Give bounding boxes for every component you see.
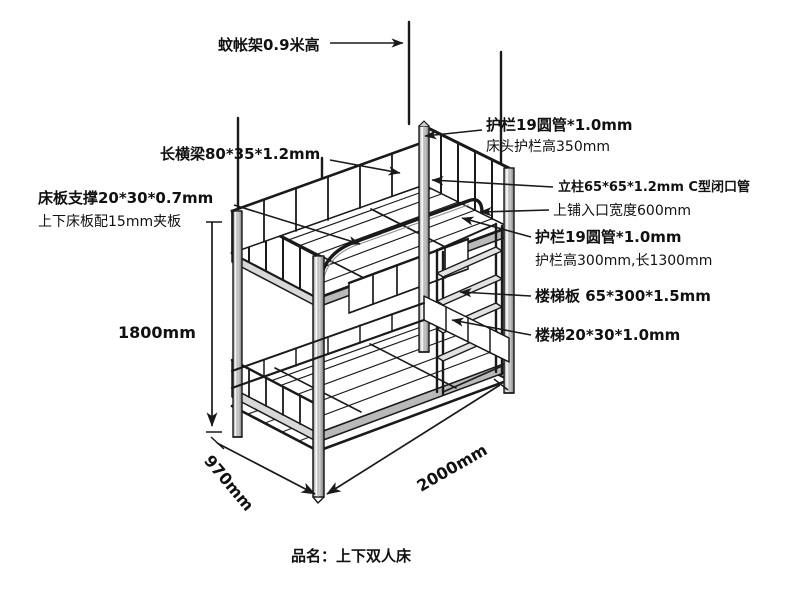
lower-bunk-right-end-panel — [423, 295, 510, 363]
label-long-beam: 长横梁80*35*1.2mm — [160, 145, 321, 163]
bed-frame — [230, 20, 515, 504]
lower-bunk-back-rail — [230, 302, 426, 390]
leader-entry-width — [479, 207, 550, 217]
leader-ladder-plate — [459, 288, 532, 298]
dimension-width-970 — [210, 436, 316, 495]
leader-bed-board-support — [233, 204, 361, 246]
leader-side-guardrail — [461, 216, 532, 238]
label-ladder-tube: 楼梯20*30*1.0mm — [535, 326, 681, 344]
dimension-height-1800 — [206, 221, 222, 433]
bed-feet — [232, 351, 515, 438]
leader-post — [431, 176, 554, 188]
label-plywood-board: 上下床板配15mm夹板 — [38, 214, 182, 230]
label-mosquito-net-frame: 蚊帐架0.9米高 — [218, 36, 320, 54]
leader-lines — [233, 38, 554, 336]
product-name-caption: 品名：上下双人床 — [291, 547, 412, 565]
leader-long-beam — [329, 159, 401, 176]
dimension-length-2000 — [326, 378, 509, 495]
label-side-guardrail-dims: 护栏高300mm,长1300mm — [535, 253, 713, 269]
leader-ladder-tube — [451, 317, 532, 336]
label-ladder-plate: 楼梯板 65*300*1.5mm — [535, 287, 711, 305]
post-front-left — [312, 255, 325, 504]
label-side-guardrail-spec: 护栏19圆管*1.0mm — [535, 228, 682, 246]
label-head-guardrail-spec: 护栏19圆管*1.0mm — [486, 116, 633, 134]
dimension-lines — [206, 221, 509, 495]
label-post-spec: 立柱65*65*1.2mm C型闭口管 — [558, 180, 750, 195]
label-head-guardrail-height: 床头护栏高350mm — [486, 139, 610, 155]
label-bed-board-support: 床板支撑20*30*0.7mm — [38, 189, 214, 207]
label-upper-entry-width: 上铺入口宽度600mm — [553, 203, 691, 219]
label-height-dimension: 1800mm — [118, 323, 196, 342]
upper-bunk-front-side-guardrail — [347, 237, 470, 314]
leader-head-guardrail — [424, 129, 483, 140]
post-back-left — [232, 210, 243, 438]
